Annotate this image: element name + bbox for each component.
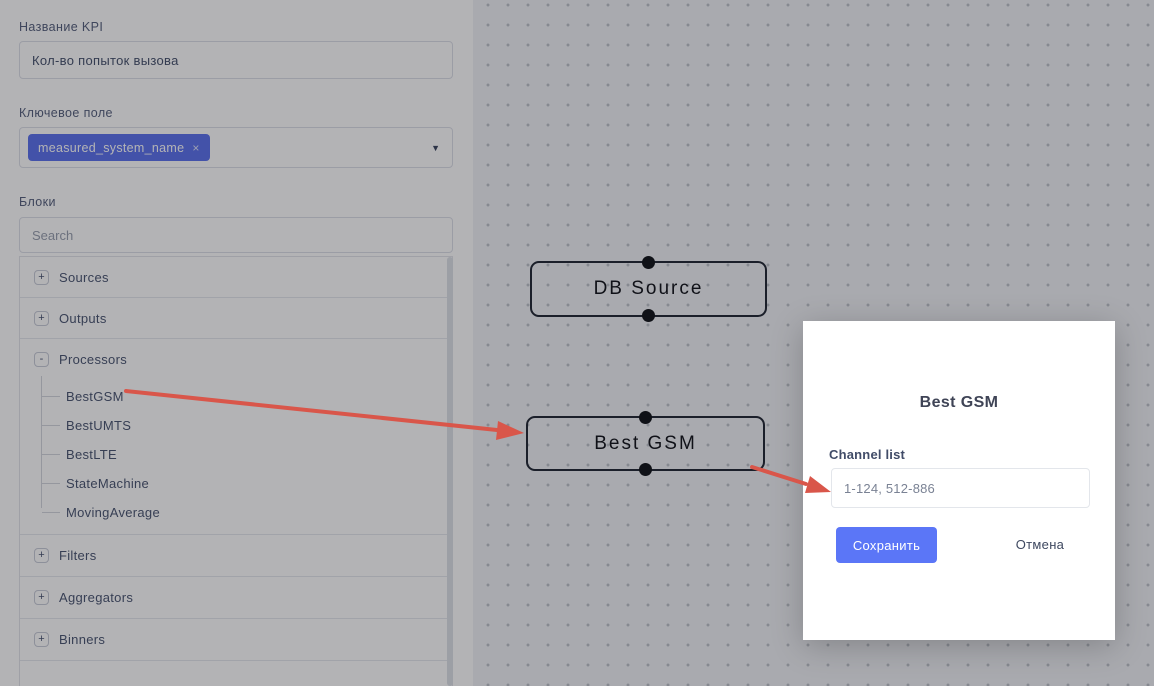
node-best-gsm[interactable]: Best GSM	[526, 411, 765, 476]
key-field-tag[interactable]: measured_system_name ×	[28, 134, 210, 161]
tree-item-bestlte[interactable]: BestLTE	[42, 440, 452, 469]
node-input-port[interactable]	[642, 256, 655, 269]
chevron-down-icon[interactable]: ▼	[431, 142, 440, 153]
tree-group-filters[interactable]: + Filters	[20, 535, 452, 577]
expand-plus-icon[interactable]: +	[34, 548, 49, 563]
node-label: Best GSM	[594, 432, 697, 454]
kpi-name-label: Название KPI	[19, 20, 104, 34]
save-button[interactable]: Сохранить	[836, 527, 937, 563]
tree-item-movingaverage[interactable]: MovingAverage	[42, 498, 452, 527]
blocks-tree: + Sources + Outputs - Processors BestGSM	[19, 256, 453, 686]
sidebar: Название KPI Ключевое поле measured_syst…	[0, 0, 473, 686]
tree-children: BestGSM BestUMTS BestLTE StateMachine Mo…	[20, 380, 452, 534]
expand-plus-icon[interactable]: +	[34, 632, 49, 647]
channel-list-input[interactable]	[831, 468, 1090, 508]
remove-tag-icon[interactable]: ×	[192, 140, 200, 155]
kpi-name-input[interactable]	[19, 41, 453, 79]
tree-group-outputs[interactable]: + Outputs	[20, 298, 452, 339]
node-output-port[interactable]	[639, 463, 652, 476]
key-field-label: Ключевое поле	[19, 106, 113, 120]
collapse-minus-icon[interactable]: -	[34, 352, 49, 367]
tree-group-processors: - Processors BestGSM BestUMTS BestLTE	[20, 339, 452, 535]
tree-group-binners[interactable]: + Binners	[20, 619, 452, 661]
modal-title: Best GSM	[919, 394, 999, 411]
expand-plus-icon[interactable]: +	[34, 310, 49, 326]
tree-group-processors-header[interactable]: - Processors	[20, 339, 452, 380]
expand-plus-icon[interactable]: +	[34, 590, 49, 605]
tree-group-sources[interactable]: + Sources	[20, 257, 452, 298]
blocks-search-input[interactable]	[19, 217, 453, 253]
node-output-port[interactable]	[642, 309, 655, 322]
cancel-button[interactable]: Отмена	[1000, 537, 1080, 552]
node-label: DB Source	[593, 278, 704, 299]
key-field-select[interactable]: measured_system_name × ▼	[19, 127, 453, 168]
tree-item-bestumts[interactable]: BestUMTS	[42, 411, 452, 440]
tree-item-bestgsm[interactable]: BestGSM	[42, 382, 452, 411]
blocks-label: Блоки	[19, 195, 56, 209]
node-input-port[interactable]	[639, 411, 652, 424]
node-settings-modal: Best GSM Channel list Сохранить Отмена	[803, 321, 1115, 640]
sidebar-scrollbar[interactable]	[447, 257, 453, 686]
tree-group-aggregators[interactable]: + Aggregators	[20, 577, 452, 619]
node-db-source[interactable]: DB Source	[530, 256, 767, 322]
expand-plus-icon[interactable]: +	[34, 269, 49, 285]
key-field-tag-text: measured_system_name	[38, 140, 185, 155]
tree-item-statemachine[interactable]: StateMachine	[42, 469, 452, 498]
channel-list-label: Channel list	[829, 447, 906, 462]
